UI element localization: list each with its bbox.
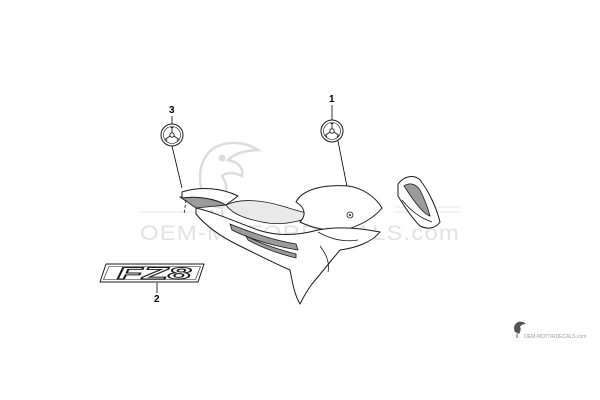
callout-3-number: 3 xyxy=(169,105,175,116)
toucan-logo-small xyxy=(514,321,526,338)
part-1-emblem[interactable] xyxy=(320,119,344,143)
corner-watermark-text: OEM-MOTORDECALS.com xyxy=(524,334,586,340)
reference-dashed-line xyxy=(183,199,187,215)
corner-watermark: OEM-MOTORDECALS.com xyxy=(514,321,586,340)
callout-1-number: 1 xyxy=(329,94,335,105)
front-fairing-piece xyxy=(397,176,441,229)
rear-cowl-assembly xyxy=(178,185,383,305)
callout-2-number: 2 xyxy=(154,294,160,305)
part-2-model-decal[interactable]: FZ8 xyxy=(99,263,205,283)
callout-2: 2 xyxy=(154,283,160,305)
part-3-emblem[interactable] xyxy=(160,123,184,147)
model-decal-text: FZ8 xyxy=(117,264,192,283)
callout-3: 3 xyxy=(169,105,183,189)
tuning-fork-icon xyxy=(165,127,179,142)
tuning-fork-icon xyxy=(325,123,339,138)
